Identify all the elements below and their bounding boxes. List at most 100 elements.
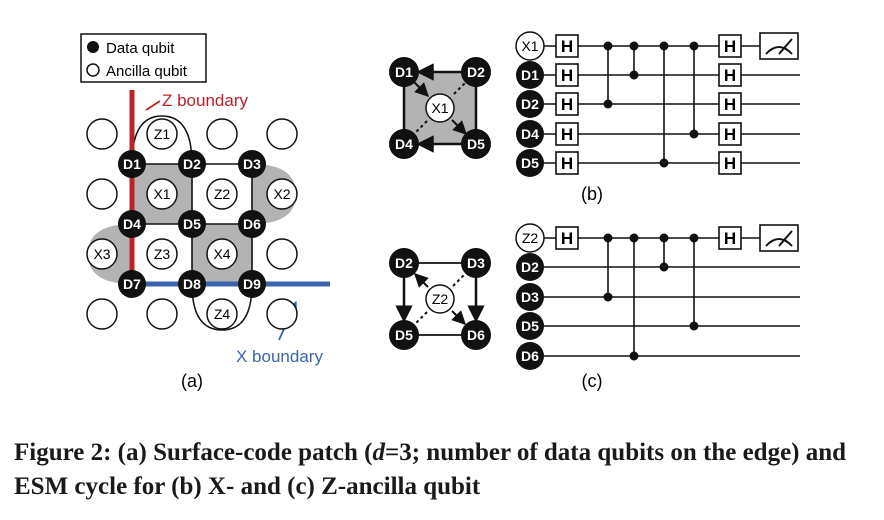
svg-text:D2: D2 (395, 255, 413, 271)
data-qubit-d8: D8 (178, 270, 206, 298)
svg-text:D1: D1 (521, 67, 539, 83)
x1-node-d5: D5 (461, 129, 491, 159)
z2-node-d3: D3 (461, 248, 491, 278)
unused-ancilla (86, 178, 118, 210)
ancilla-z3: Z3 (146, 238, 178, 270)
svg-text:D2: D2 (521, 259, 539, 275)
caption-part-1: Figure 2: (a) Surface-code patch ( (14, 439, 373, 466)
panel-b-label: (b) (581, 184, 603, 204)
ancilla-qubits: Z1 X1 Z2 X2 X3 Z3 X4 Z4 (86, 118, 298, 330)
svg-text:Z3: Z3 (154, 246, 171, 262)
svg-text:H: H (561, 95, 573, 114)
panel-a-label: (a) (181, 371, 203, 391)
data-qubit-d9: D9 (238, 270, 266, 298)
circuit-b-wire-d1: D1 (516, 61, 544, 89)
svg-text:D1: D1 (123, 156, 141, 172)
circuit-c-wire-z2: Z2 (515, 223, 545, 253)
circuit-c-wire-d2: D2 (516, 253, 544, 281)
svg-text:H: H (724, 66, 736, 85)
svg-text:H: H (724, 229, 736, 248)
svg-text:D4: D4 (521, 126, 539, 142)
svg-text:H: H (561, 154, 573, 173)
svg-text:Z4: Z4 (214, 306, 231, 322)
svg-text:D5: D5 (467, 136, 485, 152)
svg-text:H: H (561, 66, 573, 85)
unused-ancilla (146, 298, 178, 330)
unused-ancilla (86, 118, 118, 150)
data-qubit-d5: D5 (178, 210, 206, 238)
svg-text:X1: X1 (153, 186, 170, 202)
legend-data-marker (87, 41, 99, 53)
z-boundary-label: Z boundary (162, 91, 248, 110)
data-qubit-d3: D3 (238, 150, 266, 178)
svg-text:D6: D6 (521, 348, 539, 364)
svg-text:D6: D6 (243, 216, 261, 232)
svg-text:H: H (561, 37, 573, 56)
z2-ancilla-label: Z2 (432, 291, 449, 307)
svg-text:D3: D3 (243, 156, 261, 172)
svg-text:H: H (561, 125, 573, 144)
ancilla-x4: X4 (206, 238, 238, 270)
ancilla-z2: Z2 (206, 178, 238, 210)
svg-text:X2: X2 (273, 186, 290, 202)
svg-text:Z1: Z1 (154, 126, 171, 142)
x1-node-d1: D1 (389, 57, 419, 87)
plaquette-z4-arc (191, 283, 253, 331)
data-qubit-d1: D1 (118, 150, 146, 178)
panel-b: X1 D1 D2 D4 D5 (389, 31, 800, 204)
circuit-b-wire-d5: D5 (516, 149, 544, 177)
svg-text:H: H (724, 125, 736, 144)
svg-text:D2: D2 (183, 156, 201, 172)
legend-data-label: Data qubit (106, 40, 175, 57)
panel-a: Data qubit Ancilla qubit Z boundary (80, 33, 330, 391)
svg-text:D6: D6 (467, 327, 485, 343)
svg-text:D2: D2 (467, 64, 485, 80)
unused-ancilla (266, 238, 298, 270)
circuit-c-wire-d5: D5 (516, 312, 544, 340)
z2-node-d5: D5 (389, 320, 419, 350)
legend-ancilla-label: Ancilla qubit (106, 63, 188, 80)
circuit-b-wire-d4: D4 (516, 120, 544, 148)
legend: Data qubit Ancilla qubit (80, 33, 207, 83)
figure-caption: Figure 2: (a) Surface-code patch (d=3; n… (14, 436, 874, 504)
svg-text:D3: D3 (467, 255, 485, 271)
svg-text:D2: D2 (521, 96, 539, 112)
svg-text:D5: D5 (521, 318, 539, 334)
z2-node-d6: D6 (461, 320, 491, 350)
x1-plaquette-diagram: X1 D1 D2 D4 D5 (389, 57, 491, 159)
panel-c-label: (c) (582, 371, 603, 391)
ancilla-x2: X2 (266, 178, 298, 210)
circuit-c-measurement-icon (759, 224, 799, 252)
svg-text:Z2: Z2 (214, 186, 231, 202)
circuit-b: X1 D1 D2 D4 D5 H H H H H H H H H H (515, 31, 800, 177)
x-boundary-label: X boundary (236, 347, 323, 366)
svg-text:D4: D4 (123, 216, 141, 232)
unused-ancilla (206, 118, 238, 150)
svg-text:D9: D9 (243, 276, 261, 292)
panel-c: Z2 D2 D3 D5 D6 (389, 223, 800, 391)
circuit-b-hadamards: H H H H H H H H H H (555, 34, 742, 175)
unused-ancilla (266, 298, 298, 330)
outer-ancillas (86, 118, 298, 330)
circuit-c-wire-d6: D6 (516, 342, 544, 370)
svg-text:D7: D7 (123, 276, 141, 292)
svg-text:H: H (724, 154, 736, 173)
circuit-b-wire-d2: D2 (516, 90, 544, 118)
unused-ancilla (266, 118, 298, 150)
svg-text:D3: D3 (521, 289, 539, 305)
svg-text:X1: X1 (521, 38, 538, 54)
ancilla-z1: Z1 (146, 118, 178, 150)
svg-text:Z2: Z2 (522, 230, 539, 246)
caption-part-2: =3; number of data qubits on the edge) a… (14, 439, 847, 500)
data-qubit-d4: D4 (118, 210, 146, 238)
x1-node-d2: D2 (461, 57, 491, 87)
plaquette-z1-arc (131, 115, 193, 165)
data-qubit-d6: D6 (238, 210, 266, 238)
svg-text:D5: D5 (183, 216, 201, 232)
svg-text:D4: D4 (395, 136, 413, 152)
z2-node-d2: D2 (389, 248, 419, 278)
x1-ancilla-node (425, 93, 455, 123)
circuit-c-hadamards: H H (555, 226, 742, 250)
ancilla-z4: Z4 (206, 298, 238, 330)
svg-text:D5: D5 (521, 155, 539, 171)
